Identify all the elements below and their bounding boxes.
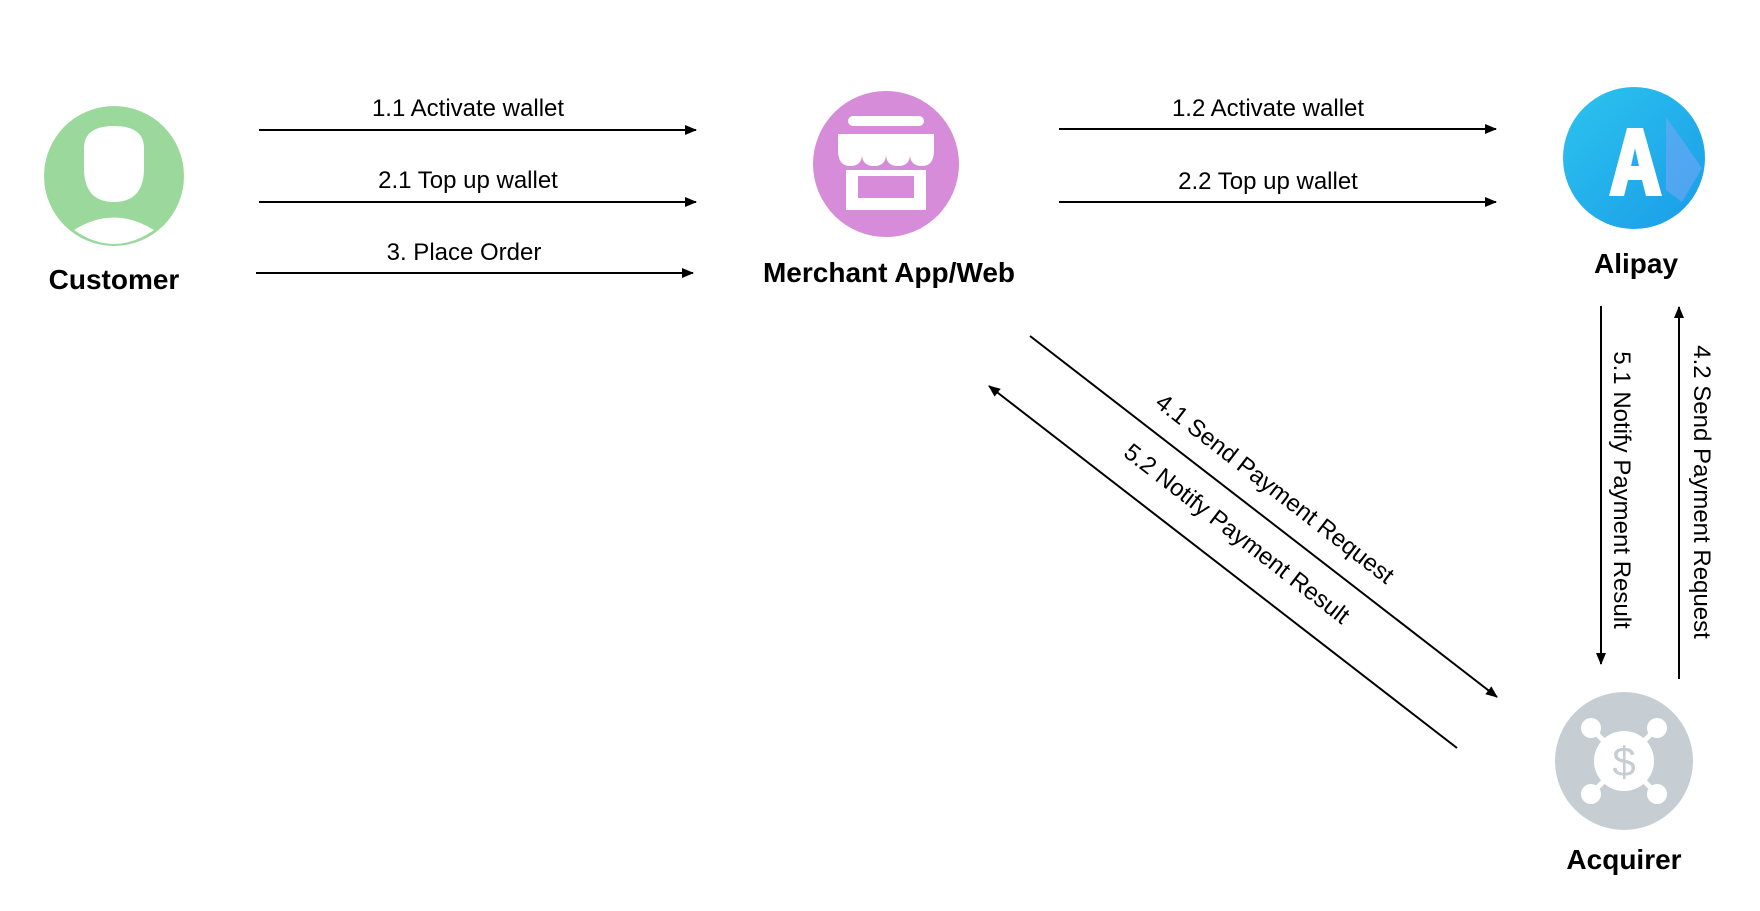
payment-network-icon: $ bbox=[1555, 692, 1693, 830]
acquirer-label: Acquirer bbox=[1566, 844, 1681, 875]
edge-top-up-wallet-merchant: 2.2 Top up wallet bbox=[1059, 168, 1497, 207]
storefront-icon bbox=[813, 91, 959, 237]
arrow-notify-payment-result-merchant bbox=[988, 385, 1458, 749]
acquirer-node: $ Acquirer bbox=[1555, 692, 1693, 875]
edge-label-top-up-wallet-merchant: 2.2 Top up wallet bbox=[1178, 168, 1358, 195]
arrow-send-payment-request-merchant bbox=[1029, 335, 1498, 698]
edge-send-payment-request-merchant: 4.1 Send Payment Request bbox=[1029, 335, 1498, 698]
user-icon bbox=[44, 106, 184, 246]
dollar-sign-icon: $ bbox=[1612, 738, 1635, 785]
merchant-label: Merchant App/Web bbox=[763, 257, 1015, 288]
edge-activate-wallet-customer: 1.1 Activate wallet bbox=[259, 95, 697, 135]
alipay-logo-icon bbox=[1563, 87, 1705, 229]
alipay-node: Alipay bbox=[1563, 87, 1705, 279]
edge-label-activate-wallet-merchant: 1.2 Activate wallet bbox=[1172, 95, 1364, 122]
edge-place-order: 3. Place Order bbox=[256, 239, 694, 278]
edge-send-payment-request-alipay: 4.2 Send Payment Request bbox=[1674, 306, 1715, 679]
edge-notify-payment-result-alipay: 5.1 Notify Payment Result bbox=[1596, 306, 1635, 665]
customer-node: Customer bbox=[44, 106, 184, 295]
customer-label: Customer bbox=[49, 264, 180, 295]
edge-label-top-up-wallet-customer: 2.1 Top up wallet bbox=[378, 167, 558, 194]
edge-label-notify-payment-result-alipay: 5.1 Notify Payment Result bbox=[1608, 351, 1635, 629]
edge-activate-wallet-merchant: 1.2 Activate wallet bbox=[1059, 95, 1497, 134]
edge-label-place-order: 3. Place Order bbox=[387, 239, 542, 266]
edge-top-up-wallet-customer: 2.1 Top up wallet bbox=[259, 167, 697, 207]
alipay-label: Alipay bbox=[1594, 248, 1678, 279]
edge-label-send-payment-request-alipay: 4.2 Send Payment Request bbox=[1688, 345, 1715, 639]
edge-label-activate-wallet-customer: 1.1 Activate wallet bbox=[372, 95, 564, 122]
merchant-node: Merchant App/Web bbox=[763, 91, 1015, 288]
